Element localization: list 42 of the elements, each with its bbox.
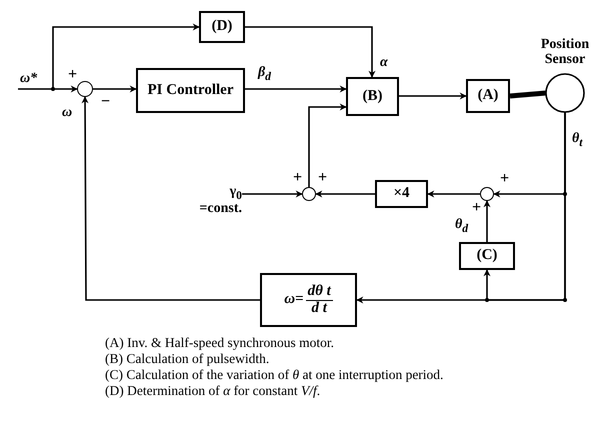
shaft-line	[510, 90, 546, 98]
formula-text: ω=	[284, 292, 304, 308]
denominator-text: d t	[311, 300, 327, 316]
arrow	[315, 190, 375, 198]
arrow	[18, 86, 78, 92]
edge-label: θ$_{t}$	[572, 132, 583, 148]
arrow	[245, 86, 347, 92]
arrow	[427, 190, 480, 198]
arrow	[52, 24, 200, 89]
arrow	[242, 190, 303, 198]
numerator-text: dθ t	[306, 284, 333, 300]
block-label: (A)	[478, 88, 498, 104]
arrow	[356, 112, 566, 304]
summing-junction	[480, 187, 494, 201]
arrow	[399, 92, 467, 100]
arrow	[484, 200, 490, 242]
sensor-label: Position Sensor	[540, 38, 590, 68]
arrow	[245, 26, 376, 78]
block-label: (B)	[362, 88, 382, 104]
block-box	[136, 68, 245, 113]
block-label: (C)	[476, 248, 498, 264]
block-box	[260, 273, 357, 327]
edge-label: θ$_{d}$	[455, 218, 468, 234]
block-label: PI Controller	[148, 82, 234, 98]
block-box	[459, 242, 515, 270]
edge-label: β$_{d}$	[258, 66, 271, 82]
block-box	[346, 77, 399, 116]
note-text: (D) Determination of α for constant V/f.	[105, 384, 320, 398]
block-box	[199, 11, 245, 43]
note-text: (B) Calculation of pulsewidth.	[105, 352, 270, 366]
summing-junction	[77, 81, 93, 97]
block-label: ×4	[393, 186, 410, 202]
arrow	[82, 96, 260, 301]
block-box	[466, 79, 510, 113]
summing-junction	[302, 187, 316, 201]
note-text: (A) Inv. & Half-speed synchronous motor.	[105, 336, 334, 350]
note-text: (C) Calculation of the variation of θ at one interruption period.	[105, 368, 444, 382]
arrow	[308, 104, 347, 187]
block-label: (D)	[212, 19, 232, 35]
constant-label: γ$_{0}$ =const.	[198, 185, 242, 217]
arrow	[93, 86, 137, 92]
block-box	[375, 180, 428, 208]
